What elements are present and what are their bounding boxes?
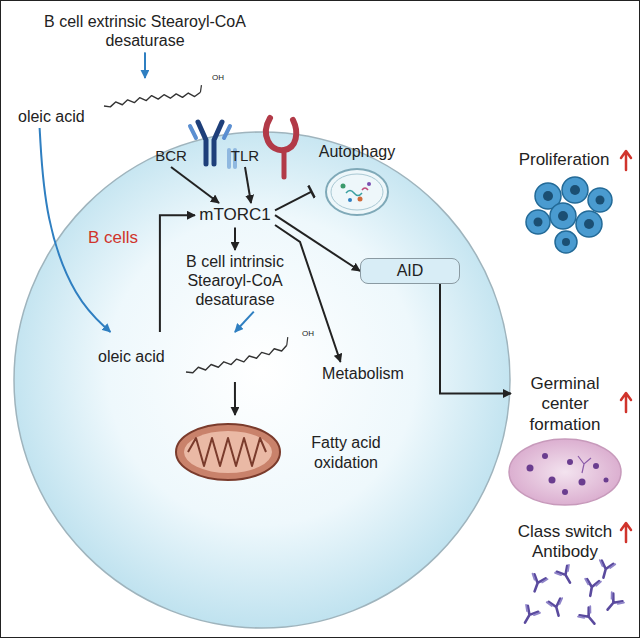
title-text: B cell extrinsic Stearoyl-CoA desaturase bbox=[41, 10, 249, 52]
increase-arrow bbox=[621, 151, 631, 542]
receptor-label: BCR bbox=[150, 145, 192, 167]
arrow-connector bbox=[275, 215, 360, 271]
carbon-chain bbox=[186, 345, 287, 373]
enzyme-box: AID bbox=[360, 258, 460, 284]
atom-label: OH bbox=[302, 330, 314, 338]
tlr-receptor bbox=[266, 118, 296, 177]
arrow-connector bbox=[440, 284, 511, 394]
outcome-label: Germinal center formation bbox=[511, 372, 619, 437]
mitochondrion bbox=[176, 424, 280, 480]
outcome-label: Proliferation bbox=[512, 148, 616, 172]
arrow-connector bbox=[171, 167, 219, 203]
molecule-label: oleic acid bbox=[15, 78, 220, 128]
node-text: Class switch Antibody bbox=[511, 520, 619, 565]
carboxyl-bond bbox=[287, 337, 288, 345]
node-text: oleic acid bbox=[95, 345, 168, 368]
arrow-connector bbox=[234, 227, 236, 250]
proliferating-cells bbox=[526, 177, 612, 253]
arrow-connector bbox=[275, 225, 341, 362]
process-label: Autophagy bbox=[312, 140, 403, 216]
node-text: AID bbox=[394, 259, 427, 282]
germinal-center bbox=[509, 439, 621, 505]
cell: B cells BCR TLR mTORC1 AutophagyAID B cell in… bbox=[14, 132, 510, 628]
receptor-label: TLR bbox=[226, 145, 264, 167]
arrow-connector bbox=[235, 312, 254, 332]
molecule-label: oleic acid bbox=[95, 332, 315, 382]
atom-label: OH bbox=[212, 74, 224, 82]
node-text: Germinal center formation bbox=[511, 372, 619, 437]
node-text: TLR bbox=[228, 145, 262, 167]
carbon-chain bbox=[104, 92, 200, 107]
carboxyl-bond bbox=[200, 85, 201, 92]
node-text: Proliferation bbox=[516, 148, 613, 172]
bcr-receptor bbox=[190, 122, 235, 167]
node-text: Fatty acid oxidation bbox=[297, 431, 395, 473]
autophagosome bbox=[326, 169, 388, 215]
enzyme-label: B cell intrinsic Stearoyl-CoA desaturase bbox=[166, 250, 304, 312]
arrow-connector bbox=[144, 52, 146, 78]
node-text: oleic acid bbox=[15, 105, 88, 128]
node-text: mTORC1 bbox=[196, 203, 273, 227]
node-text: B cell extrinsic Stearoyl-CoA desaturase bbox=[41, 10, 249, 52]
antibodies bbox=[518, 560, 624, 629]
node-text: Autophagy bbox=[316, 140, 399, 163]
node-text: BCR bbox=[152, 145, 190, 167]
process-label: Metabolism bbox=[318, 362, 408, 385]
organelle-label: Fatty acid oxidation bbox=[170, 415, 395, 490]
outcome-label: Class switch Antibody bbox=[511, 520, 619, 565]
arrow-connector bbox=[245, 167, 251, 203]
node-text: Metabolism bbox=[319, 362, 407, 385]
arrow-connector bbox=[234, 382, 236, 415]
node-text: B cells bbox=[85, 226, 141, 250]
cell-membrane bbox=[14, 132, 510, 628]
node-text: B cell intrinsic Stearoyl-CoA desaturase bbox=[166, 250, 304, 312]
kinase-label: mTORC1 bbox=[195, 203, 275, 227]
inhibition-line bbox=[275, 192, 312, 211]
